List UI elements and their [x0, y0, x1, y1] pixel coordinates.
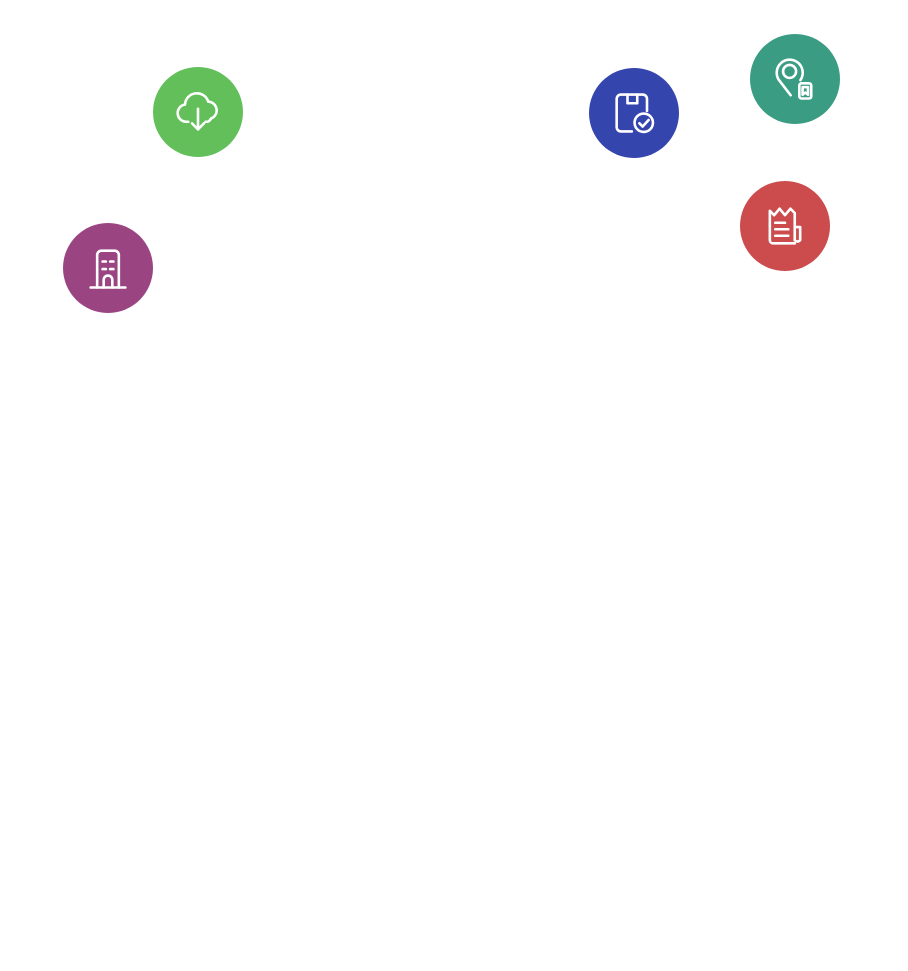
receipt-icon	[768, 207, 802, 245]
save-check-icon	[615, 93, 655, 134]
receipt-button[interactable]	[740, 181, 830, 271]
office-building-icon	[89, 249, 127, 289]
cloud-download-icon	[176, 92, 218, 131]
save-check-button[interactable]	[589, 68, 679, 158]
office-building-button[interactable]	[63, 223, 153, 313]
location-bookmark-icon	[775, 58, 813, 100]
location-bookmark-button[interactable]	[750, 34, 840, 124]
cloud-download-button[interactable]	[153, 67, 243, 157]
